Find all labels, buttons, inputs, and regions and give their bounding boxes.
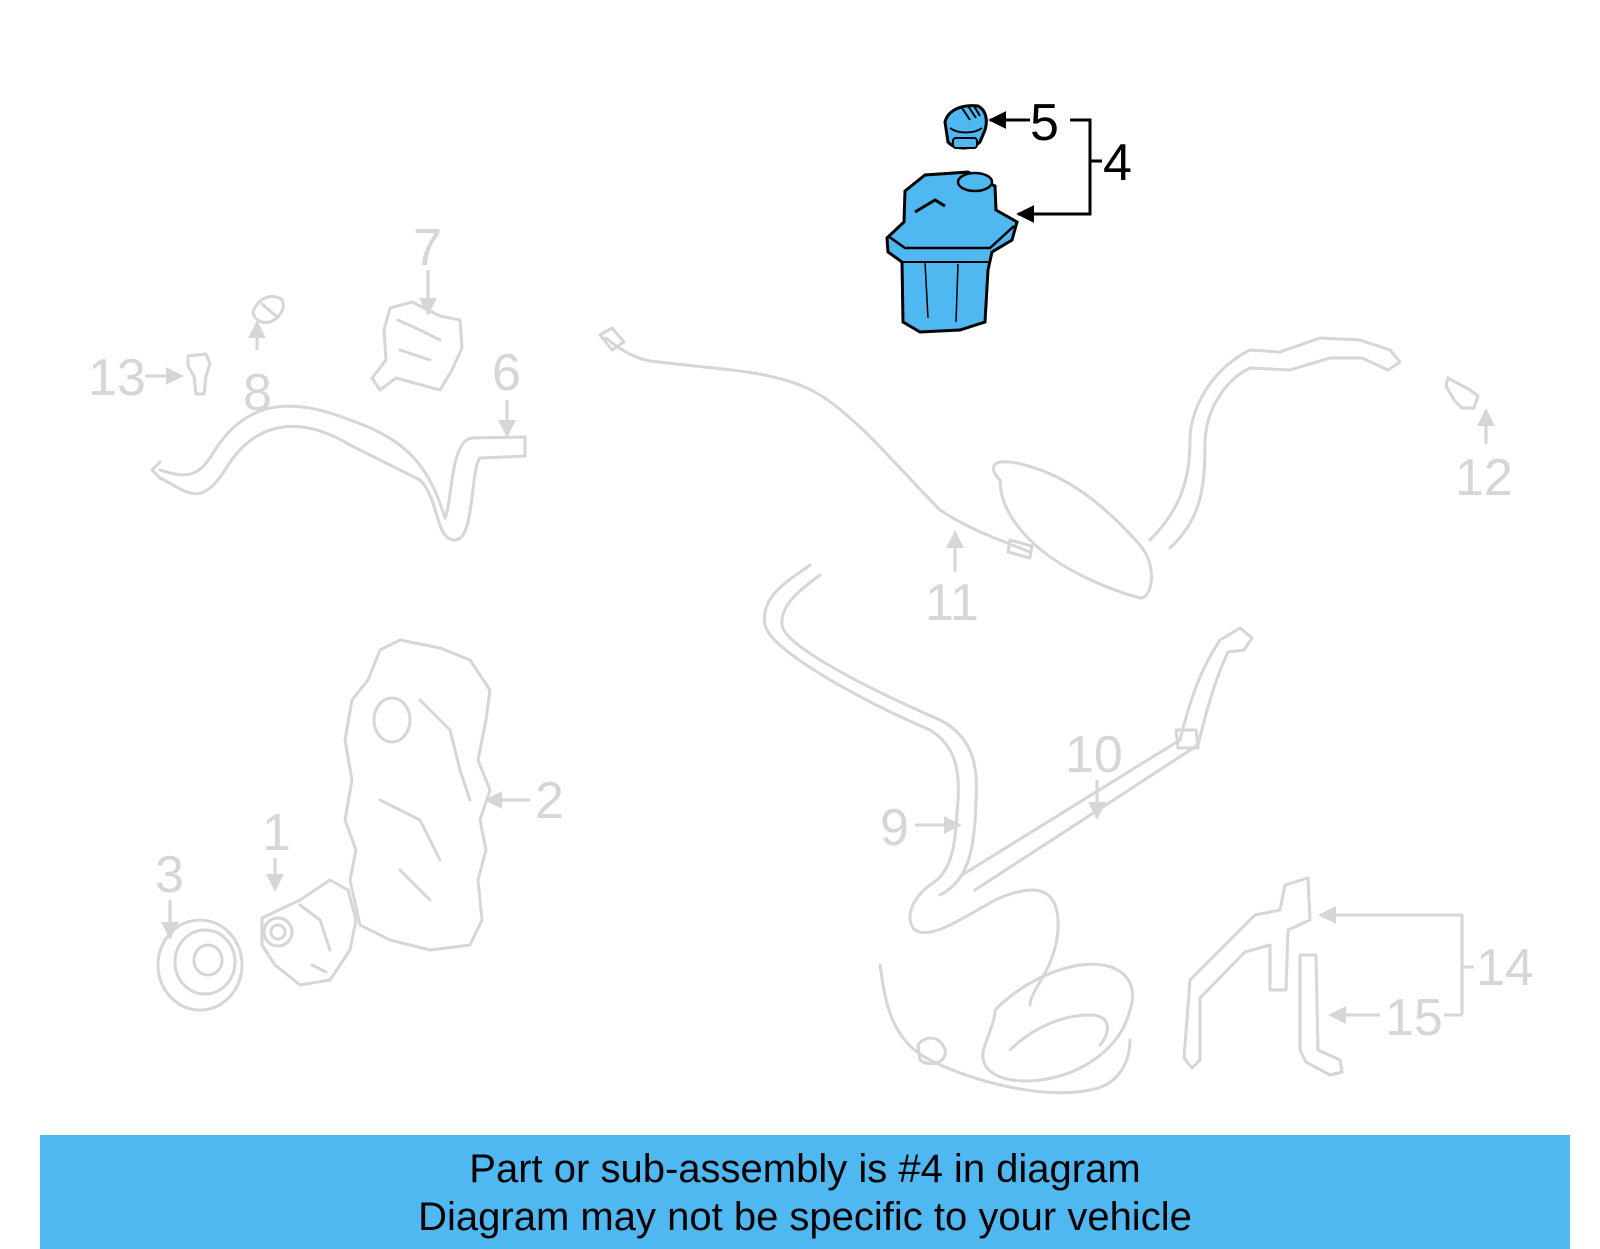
callout-2[interactable]: 2	[535, 772, 564, 830]
part-9-hose[interactable]	[763, 563, 1135, 1095]
part-5-reservoir-cap[interactable]	[943, 104, 988, 150]
banner-line-part-number: Part or sub-assembly is #4 in diagram	[469, 1147, 1141, 1191]
banner-line-disclaimer: Diagram may not be specific to your vehi…	[418, 1195, 1192, 1239]
callout-1[interactable]: 1	[262, 804, 291, 862]
part-11-line[interactable]	[598, 326, 1402, 600]
callout-4[interactable]: 4	[1103, 134, 1132, 192]
callout-5[interactable]: 5	[1030, 94, 1059, 152]
callout-9[interactable]: 9	[880, 799, 909, 857]
part-13-bolt[interactable]	[186, 352, 212, 396]
callout-14[interactable]: 14	[1476, 939, 1534, 997]
info-banner: Part or sub-assembly is #4 in diagram Di…	[40, 1135, 1570, 1249]
part-3-pulley[interactable]	[156, 918, 244, 1012]
part-6-hose[interactable]	[150, 404, 527, 542]
callout-15[interactable]: 15	[1385, 989, 1443, 1047]
callout-6[interactable]: 6	[492, 344, 521, 402]
part-7-bracket[interactable]	[370, 300, 464, 392]
part-1-water-pump[interactable]	[260, 878, 358, 987]
part-8-clip[interactable]	[251, 295, 285, 324]
callout-12[interactable]: 12	[1455, 449, 1513, 507]
callout-7[interactable]: 7	[413, 219, 442, 277]
callout-8[interactable]: 8	[243, 364, 272, 422]
callout-10[interactable]: 10	[1065, 726, 1123, 784]
part-10-line[interactable]	[960, 626, 1254, 892]
callout-leaders-gray	[145, 270, 1495, 1024]
part-12-bolt[interactable]	[1444, 376, 1480, 410]
callout-13[interactable]: 13	[88, 349, 146, 407]
part-15-bracket[interactable]	[1298, 953, 1344, 1077]
callout-3[interactable]: 3	[155, 846, 184, 904]
part-14-bracket[interactable]	[1182, 876, 1312, 1070]
callout-11[interactable]: 11	[925, 574, 979, 632]
part-2-timing-cover[interactable]	[343, 638, 492, 952]
callout-bracket-4	[1016, 118, 1102, 223]
part-4-reservoir-assembly[interactable]	[885, 170, 1019, 334]
